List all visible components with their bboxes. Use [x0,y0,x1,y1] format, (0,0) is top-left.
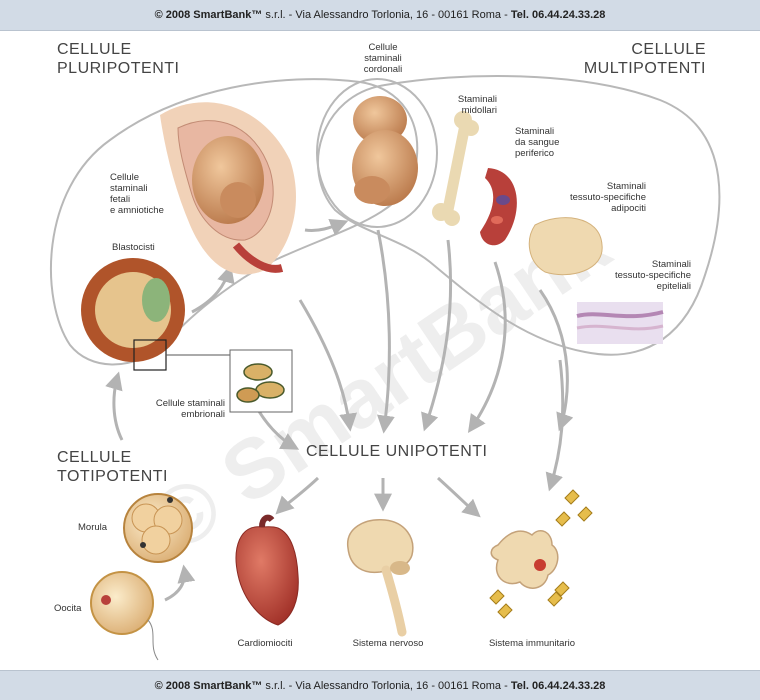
multipotent-heading: CELLULE MULTIPOTENTI [560,40,706,78]
blood-label-line1: Staminali [515,126,555,137]
copyright-prefix: © 2008 SmartBank™ [154,9,263,21]
epithelium-image [576,302,664,344]
arrow-blastocyst-to-fetus [191,264,235,314]
blood-label-line2: da sangue [515,137,560,148]
bone-marrow-image [432,111,479,226]
embryonic-cells-image [229,349,293,413]
unipotent-heading: CELLULE UNIPOTENTI [306,443,488,460]
oocyte-image [90,571,159,661]
immune-cell-image [489,489,593,619]
epithelium-label: Staminali tessuto-specifiche epiteliali [605,259,691,292]
adipocytes-image [528,217,603,276]
arrow-blood-to-unipotent [467,261,507,433]
fetal-label: Cellule staminali fetali e amniotiche [110,172,164,216]
blastocyst-image [81,258,185,371]
totipotent-heading: CELLULE TOTIPOTENTI [57,448,168,486]
pluripotent-heading-line2: PLURIPOTENTI [57,60,180,77]
morula-label: Morula [78,522,108,533]
embryonic-label-line2: embrionali [181,409,225,420]
arrow-cord-to-unipotent [376,229,395,434]
cord-label-line3: cordonali [363,64,403,75]
oocyte-label: Oocita [54,603,82,614]
pluripotent-heading: CELLULE PLURIPOTENTI [57,40,179,78]
arrow-to-immune [436,476,481,518]
copyright-address: s.r.l. - Via Alessandro Torlonia, 16 - 0… [262,680,511,692]
cord-label-line2: staminali [364,53,402,64]
copyright-bar-bottom: © 2008 SmartBank™ s.r.l. - Via Alessandr… [0,670,760,700]
blood-label: Staminali da sangue periferico [515,126,559,159]
blood-label-line3: periferico [515,148,555,159]
marrow-label-line2: midollari [461,105,497,116]
fetal-label-line4: e amniotiche [110,205,164,216]
arrow-morula-to-blastocyst [105,371,124,441]
copyright-bar-top: © 2008 SmartBank™ s.r.l. - Via Alessandr… [0,0,760,31]
adipocytes-label-line1: Staminali [606,181,646,192]
marrow-label: Staminali midollari [440,94,497,116]
epithelium-label-line1: Staminali [651,259,691,270]
epithelium-label-line3: epiteliali [656,281,691,292]
multipotent-heading-line1: CELLULE [631,41,706,58]
morula-image [123,493,193,563]
blastocyst-label: Blastocisti [112,242,155,253]
adipocytes-label-line2: tessuto-specifiche [569,192,646,203]
cord-label-line1: Cellule [368,42,398,53]
adipocytes-label-line3: adipociti [611,203,646,214]
multipotent-heading-line2: MULTIPOTENTI [583,60,706,77]
adipocytes-label: Staminali tessuto-specifiche adipociti [560,181,646,214]
arrow-to-cardio [275,476,320,515]
embryonic-label-line1: Cellule staminali [155,398,225,409]
fetal-label-line2: staminali [110,183,148,194]
copyright-address: s.r.l. - Via Alessandro Torlonia, 16 - 0… [262,9,511,21]
blood-vessel-image [480,168,517,246]
marrow-label-line1: Staminali [457,94,497,105]
brain-image [347,519,414,637]
pluripotent-heading-line1: CELLULE [57,41,132,58]
cardio-label: Cardiomiociti [237,638,293,649]
arrow-multi-to-immune [545,359,565,492]
nervous-label: Sistema nervoso [352,638,424,649]
cord-blood-baby [352,96,418,206]
totipotent-heading-line2: TOTIPOTENTI [57,468,168,485]
cord-label: Cellule staminali cordonali [345,42,421,75]
fetal-illustration [160,102,296,275]
arrow-pluri-to-unipotent [298,299,358,432]
cord-blood-circle [316,78,438,228]
copyright-phone: Tel. 06.44.24.33.28 [510,9,606,21]
fetal-label-line3: fetali [110,194,131,205]
copyright-prefix: © 2008 SmartBank™ [154,680,263,692]
multipotent-region-outline [316,75,721,356]
heart-image [235,514,299,626]
embryonic-label: Cellule staminali embrionali [125,398,225,420]
arrow-oocyte-to-morula [164,564,196,602]
copyright-phone: Tel. 06.44.24.33.28 [510,680,606,692]
fetal-label-line1: Cellule [110,172,140,183]
arrow-marrow-to-unipotent [421,239,453,432]
arrow-fetus-to-cord [304,218,349,236]
totipotent-heading-line1: CELLULE [57,449,132,466]
epithelium-label-line2: tessuto-specifiche [614,270,691,281]
immune-label: Sistema immunitario [488,638,576,649]
